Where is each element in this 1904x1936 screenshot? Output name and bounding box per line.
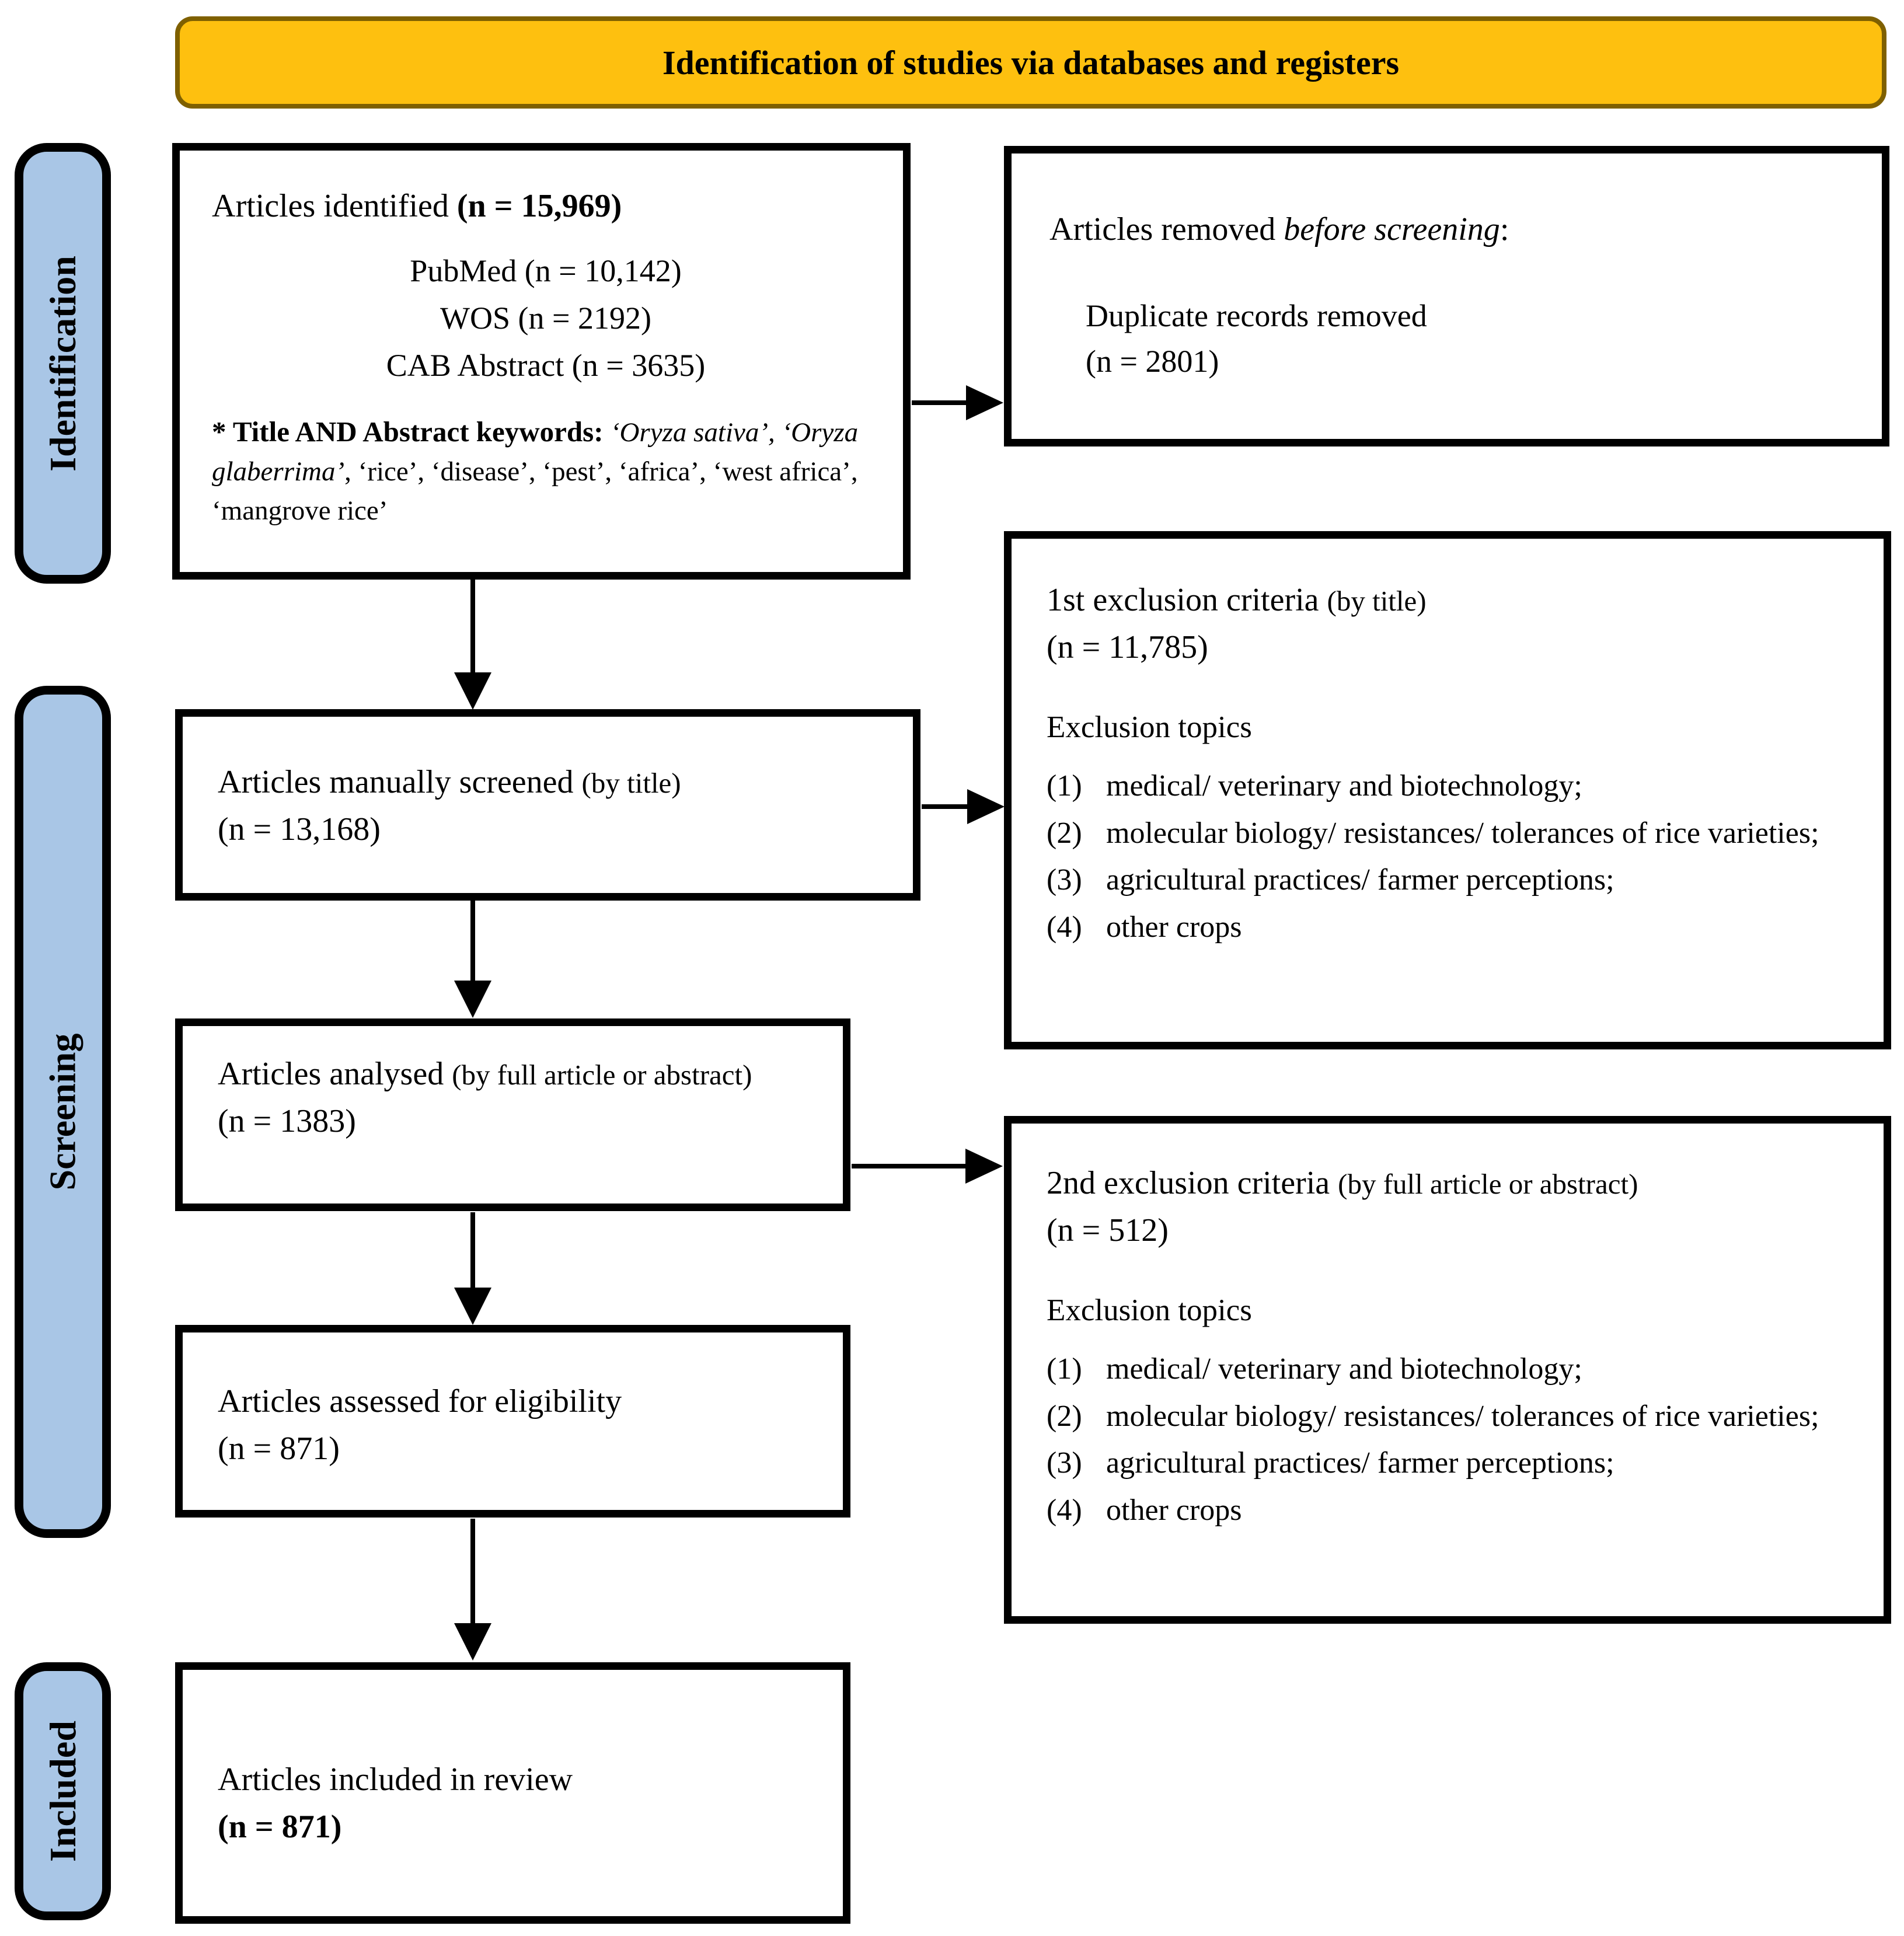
- keywords-label: * Title AND Abstract keywords:: [212, 416, 611, 448]
- box-articles-included: Articles included in review (n = 871): [175, 1662, 850, 1924]
- box-second-exclusion: 2nd exclusion criteria (by full article …: [1004, 1116, 1891, 1624]
- analysed-title: Articles analysed (by full article or ab…: [218, 1056, 752, 1092]
- stage-included: Included: [15, 1662, 111, 1920]
- arrow-right-1: [912, 400, 967, 405]
- arrowhead-down-1-icon: [454, 672, 491, 710]
- keywords-italic: ‘Oryza sativa’, ‘Oryza glaberrima’: [212, 417, 859, 487]
- excl2-topics-label: Exclusion topics: [1047, 1293, 1252, 1328]
- source-pubmed: PubMed (n = 10,142): [410, 253, 682, 289]
- screened-n: (n = 13,168): [218, 811, 381, 848]
- excl1-topic-4: (4)other crops: [1047, 911, 1242, 944]
- source-wos: WOS (n = 2192): [440, 301, 651, 336]
- stage-identification: Identification: [15, 143, 111, 584]
- removed-title: Articles removed before screening:: [1049, 211, 1509, 247]
- identified-title: Articles identified (n = 15,969): [212, 188, 622, 224]
- source-cab: CAB Abstract (n = 3635): [386, 348, 706, 383]
- arrowhead-down-2-icon: [454, 981, 491, 1018]
- excl1-topics-label: Exclusion topics: [1047, 710, 1252, 745]
- excl1-n: (n = 11,785): [1047, 629, 1208, 666]
- keywords-note: * Title AND Abstract keywords: ‘Oryza sa…: [212, 411, 880, 530]
- box-articles-removed: Articles removed before screening: Dupli…: [1004, 146, 1889, 446]
- stage-screening: Screening: [15, 686, 111, 1538]
- excl2-title: 2nd exclusion criteria (by full article …: [1047, 1165, 1638, 1201]
- arrowhead-down-4-icon: [454, 1623, 491, 1661]
- banner-title: Identification of studies via databases …: [662, 43, 1400, 82]
- box-articles-analysed: Articles analysed (by full article or ab…: [175, 1018, 850, 1211]
- arrow-right-2: [922, 804, 968, 809]
- arrowhead-right-3-icon: [965, 1149, 1003, 1184]
- included-n: (n = 871): [218, 1809, 342, 1846]
- arrow-down-1: [470, 579, 475, 675]
- arrow-down-2: [470, 900, 475, 982]
- assessed-title: Articles assessed for eligibility: [218, 1383, 622, 1419]
- arrowhead-right-2-icon: [967, 789, 1005, 824]
- box-articles-assessed: Articles assessed for eligibility (n = 8…: [175, 1325, 850, 1518]
- stage-screening-label: Screening: [41, 1033, 83, 1191]
- arrow-down-3: [470, 1212, 475, 1288]
- identified-n: (n = 15,969): [456, 188, 622, 224]
- excl1-topic-1: (1)medical/ veterinary and biotechnology…: [1047, 769, 1582, 803]
- screened-title: Articles manually screened (by title): [218, 764, 681, 800]
- box-articles-identified: Articles identified (n = 15,969) PubMed …: [172, 143, 911, 580]
- box-articles-screened: Articles manually screened (by title) (n…: [175, 709, 920, 901]
- included-title: Articles included in review: [218, 1761, 573, 1798]
- excl2-topic-4: (4)other crops: [1047, 1494, 1242, 1527]
- arrowhead-right-1-icon: [966, 385, 1003, 420]
- removed-line2: (n = 2801): [1086, 344, 1219, 379]
- stage-identification-label: Identification: [41, 255, 83, 472]
- box-first-exclusion: 1st exclusion criteria (by title) (n = 1…: [1004, 531, 1891, 1049]
- banner: Identification of studies via databases …: [175, 16, 1886, 109]
- excl2-n: (n = 512): [1047, 1212, 1169, 1249]
- arrow-right-3: [852, 1164, 967, 1168]
- excl1-title: 1st exclusion criteria (by title): [1047, 582, 1427, 618]
- excl2-topic-3: (3)agricultural practices/ farmer percep…: [1047, 1446, 1614, 1480]
- arrowhead-down-3-icon: [454, 1288, 491, 1325]
- analysed-n: (n = 1383): [218, 1103, 356, 1140]
- arrow-down-4: [470, 1519, 475, 1624]
- excl2-topic-2: (2)molecular biology/ resistances/ toler…: [1047, 1399, 1819, 1433]
- removed-line1: Duplicate records removed: [1086, 298, 1427, 334]
- excl2-topic-1: (1)medical/ veterinary and biotechnology…: [1047, 1352, 1582, 1386]
- keywords-rest: , ‘rice’, ‘disease’, ‘pest’, ‘africa’, ‘…: [212, 456, 858, 526]
- excl1-topic-3: (3)agricultural practices/ farmer percep…: [1047, 863, 1614, 897]
- stage-included-label: Included: [41, 1721, 83, 1862]
- excl1-topic-2: (2)molecular biology/ resistances/ toler…: [1047, 816, 1819, 850]
- assessed-n: (n = 871): [218, 1431, 340, 1467]
